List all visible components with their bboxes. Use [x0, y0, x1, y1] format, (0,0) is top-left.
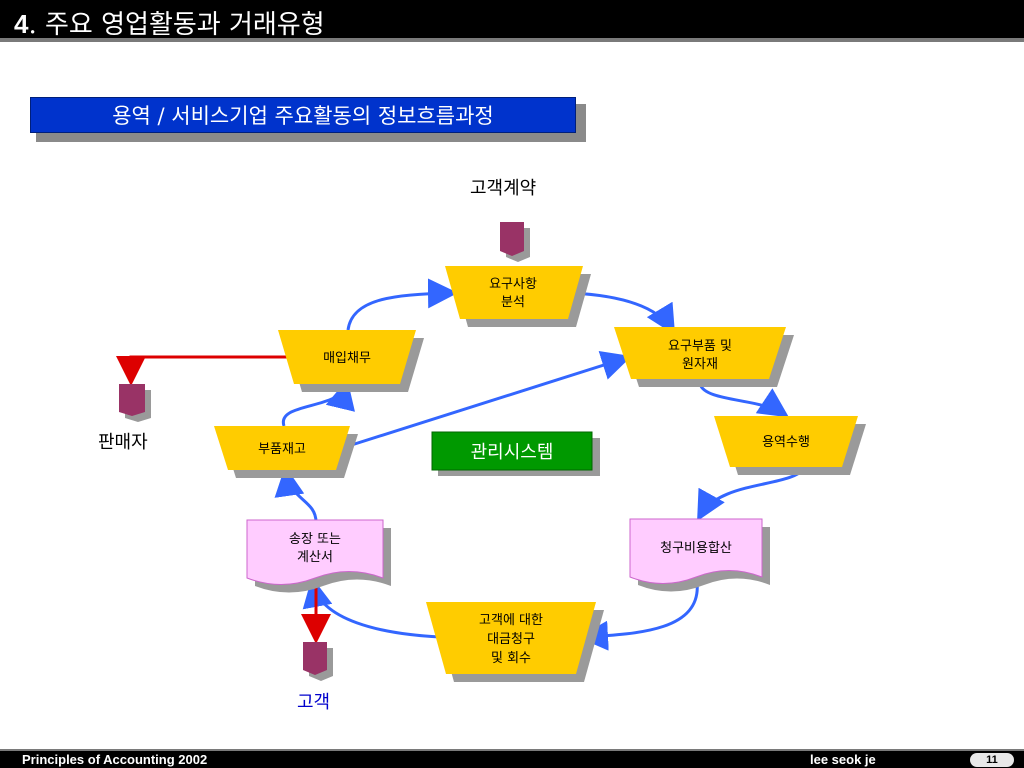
seller-marker — [119, 384, 151, 422]
footer-course: Principles of Accounting 2002 — [22, 752, 208, 767]
invoice-line1: 송장 또는 — [289, 532, 341, 547]
slide-number: 4 — [14, 9, 29, 39]
service-execution-node: 용역수행 — [714, 416, 866, 475]
parts-materials-line1: 요구부품 및 — [668, 339, 732, 354]
arrow-customer-billing-to-invoice — [302, 577, 441, 639]
seller-label: 판매자 — [98, 432, 148, 453]
billing-document-node: 청구비용합산 — [629, 518, 770, 592]
header-bar: 4. 주요 영업활동과 거래유형 — [0, 0, 1024, 42]
slide-title: 4. 주요 영업활동과 거래유형 — [14, 4, 325, 41]
arrow-parts-to-service — [698, 383, 789, 418]
arrow-inventory-to-parts — [341, 350, 632, 450]
customer-marker — [303, 642, 333, 681]
contract-marker — [500, 222, 530, 262]
page-number-badge: 11 — [970, 753, 1014, 767]
arrow-invoice-to-inventory — [274, 466, 318, 523]
requirement-analysis-line2: 분석 — [501, 295, 525, 310]
management-system-node: 관리시스템 — [431, 431, 600, 476]
billing-label: 청구비용합산 — [660, 541, 732, 556]
management-system-label: 관리시스템 — [471, 442, 554, 463]
parts-inventory-node: 부품재고 — [214, 426, 358, 478]
customer-billing-line1: 고객에 대한 — [479, 613, 543, 628]
arrow-service-to-billing — [697, 466, 807, 522]
subtitle-box: 용역 / 서비스기업 주요활동의 정보흐름과정 — [30, 97, 576, 133]
slide-title-text: . 주요 영업활동과 거래유형 — [28, 10, 325, 40]
parts-materials-node: 요구부품 및 원자재 — [614, 327, 794, 387]
arrow-payable-to-requirement — [346, 278, 458, 331]
arrow-payable-to-seller — [116, 355, 292, 386]
customer-billing-node: 고객에 대한 대금청구 및 회수 — [426, 602, 604, 682]
requirement-analysis-node: 요구사항 분석 — [445, 266, 591, 327]
invoice-document-node: 송장 또는 계산서 — [246, 519, 391, 593]
accounts-payable-node: 매입채무 — [278, 330, 424, 392]
customer-billing-line3: 및 회수 — [491, 651, 531, 666]
invoice-line2: 계산서 — [297, 550, 333, 565]
parts-inventory-label: 부품재고 — [258, 442, 306, 457]
customer-label: 고객 — [297, 692, 331, 713]
requirement-analysis-line1: 요구사항 — [489, 277, 537, 292]
footer-author: lee seok je — [810, 752, 876, 767]
parts-materials-line2: 원자재 — [682, 357, 718, 372]
accounts-payable-label: 매입채무 — [323, 351, 371, 366]
customer-billing-line2: 대금청구 — [487, 632, 535, 647]
service-execution-label: 용역수행 — [762, 434, 810, 450]
customer-contract-label: 고객계약 — [470, 178, 537, 199]
arrow-requirement-to-parts — [571, 291, 676, 336]
arrow-billing-to-customer-billing — [578, 581, 699, 651]
footer-bar: Principles of Accounting 2002 lee seok j… — [0, 749, 1024, 768]
